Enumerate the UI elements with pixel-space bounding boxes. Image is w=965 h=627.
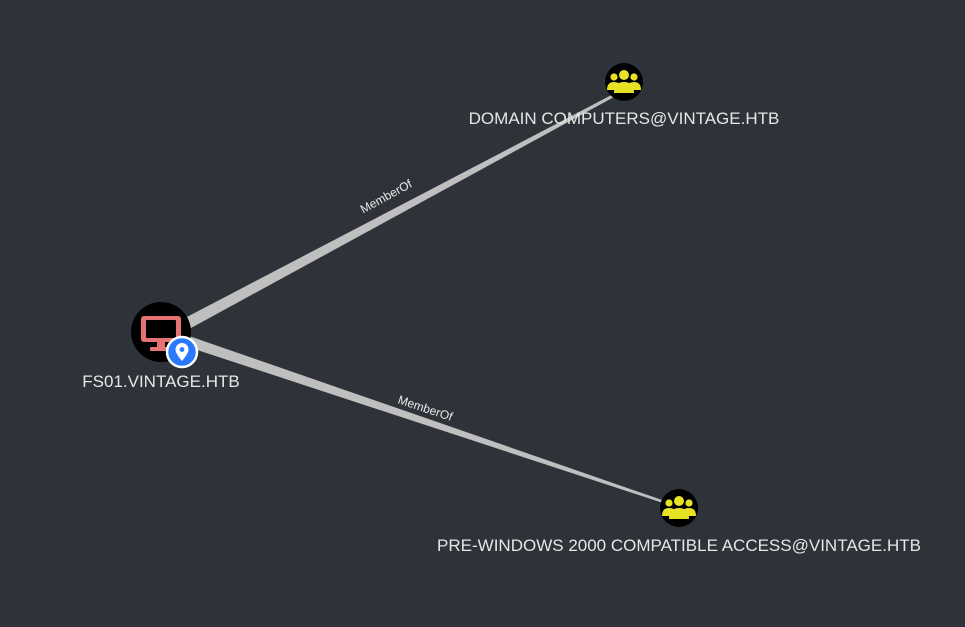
users-group-icon [607,70,641,93]
users-group-icon [662,496,696,519]
node-label: FS01.VINTAGE.HTB [82,372,239,391]
node-fs01[interactable]: FS01.VINTAGE.HTB [82,302,240,391]
map-pin-icon [165,335,199,369]
node-label: DOMAIN COMPUTERS@VINTAGE.HTB [469,109,780,128]
edge-fs01-pre-windows-2000[interactable]: MemberOf [185,336,665,503]
edge-line [185,336,665,503]
node-pre-windows-2000[interactable]: PRE-WINDOWS 2000 COMPATIBLE ACCESS@VINTA… [437,489,921,555]
node-label: PRE-WINDOWS 2000 COMPATIBLE ACCESS@VINTA… [437,536,921,555]
node-domain-computers[interactable]: DOMAIN COMPUTERS@VINTAGE.HTB [469,63,780,128]
edge-line [183,89,625,328]
